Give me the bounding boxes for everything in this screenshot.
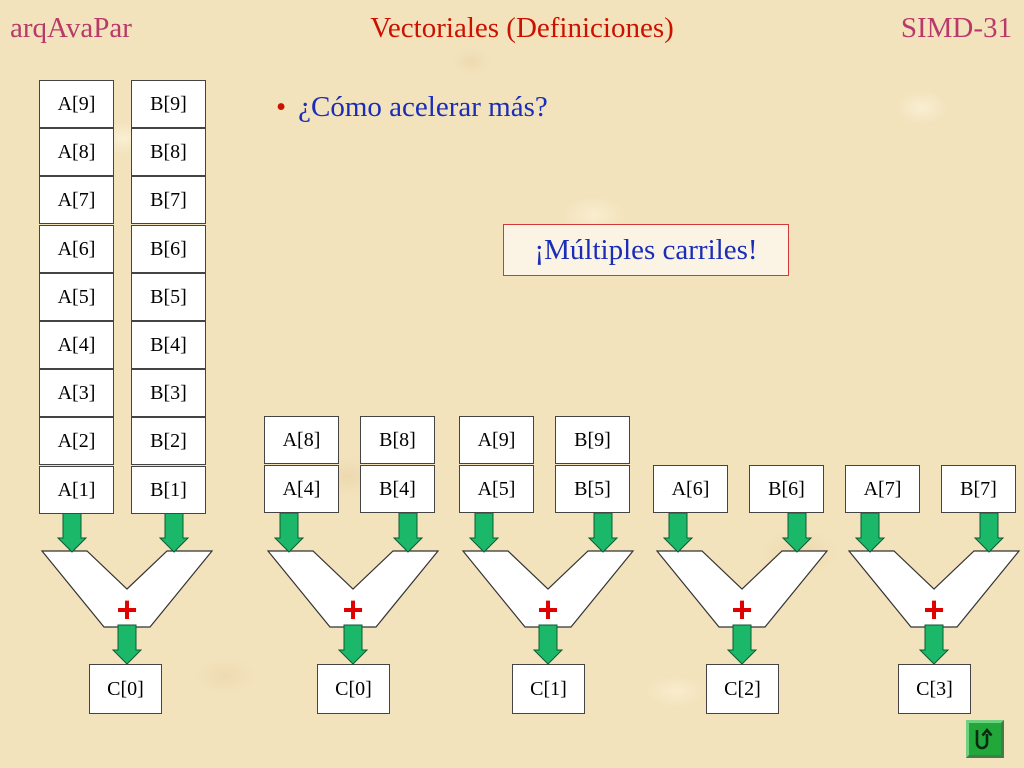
output-arrow	[532, 624, 564, 665]
lane-b-cell: B[9]	[555, 416, 630, 464]
output-cell: C[0]	[317, 664, 390, 714]
a-element-cell: A[4]	[39, 321, 114, 369]
output-cell: C[2]	[706, 664, 779, 714]
b-element-cell: B[2]	[131, 417, 206, 466]
b-element-cell: B[4]	[131, 321, 206, 369]
input-arrow-a	[662, 512, 694, 553]
a-element-cell: A[8]	[39, 128, 114, 177]
adder-unit	[40, 550, 214, 628]
b-element-cell: B[1]	[131, 465, 206, 514]
input-arrow-a	[273, 512, 305, 553]
a-element-cell: A[2]	[39, 417, 114, 466]
lane-a-cell: A[9]	[459, 416, 534, 464]
input-arrow-b	[973, 512, 1005, 553]
output-arrow	[918, 624, 950, 665]
slide-number: SIMD-31	[900, 12, 1012, 44]
plus-sign: +	[923, 589, 944, 630]
bullet-text: ¿Cómo acelerar más?	[298, 91, 548, 123]
lane-a-cell: A[6]	[653, 464, 728, 513]
slide-title: Vectoriales (Definiciones)	[370, 12, 674, 44]
output-arrow	[111, 624, 143, 665]
lane-b-cell: B[7]	[941, 464, 1016, 513]
adder-unit	[847, 550, 1021, 628]
b-element-cell: B[6]	[131, 224, 206, 273]
adder-unit	[655, 550, 829, 628]
input-arrow-a	[854, 512, 886, 553]
lane-b-cell: B[6]	[749, 464, 824, 513]
lane-b-cell: B[8]	[360, 416, 435, 464]
plus-sign: +	[731, 589, 752, 630]
input-arrow-a	[468, 512, 500, 553]
a-element-cell: A[9]	[39, 80, 114, 128]
a-element-cell: A[7]	[39, 176, 114, 225]
output-cell: C[3]	[898, 664, 971, 714]
plus-sign: +	[116, 589, 137, 630]
b-element-cell: B[8]	[131, 128, 206, 177]
plus-sign: +	[342, 589, 363, 630]
operators-layer: + + + + +	[116, 589, 944, 630]
input-arrow-b	[587, 512, 619, 553]
output-arrow	[726, 624, 758, 665]
return-button[interactable]	[966, 720, 1004, 758]
a-element-cell: A[5]	[39, 272, 114, 321]
output-cell: C[0]	[89, 664, 162, 714]
input-arrow-b	[158, 512, 190, 553]
input-arrow-a	[56, 512, 88, 553]
output-cell: C[1]	[512, 664, 585, 714]
lane-a-cell: A[5]	[459, 464, 534, 513]
lane-a-cell: A[4]	[264, 464, 339, 513]
lane-a-cell: A[7]	[845, 464, 920, 513]
lane-a-cell: A[8]	[264, 416, 339, 464]
lane-b-cell: B[4]	[360, 464, 435, 513]
adder-unit	[461, 550, 635, 628]
lane-b-cell: B[5]	[555, 464, 630, 513]
bullet-point: • ¿Cómo acelerar más?	[276, 93, 548, 122]
input-arrow-b	[392, 512, 424, 553]
a-element-cell: A[3]	[39, 369, 114, 418]
plus-sign: +	[537, 589, 558, 630]
arrows-layer	[56, 512, 1005, 665]
adder-unit	[266, 550, 440, 628]
b-element-cell: B[7]	[131, 176, 206, 225]
callout-box: ¡Múltiples carriles!	[503, 224, 789, 276]
adders-layer	[40, 550, 1021, 628]
a-element-cell: A[6]	[39, 224, 114, 273]
return-arrow-icon	[975, 727, 993, 750]
a-element-cell: A[1]	[39, 465, 114, 514]
bullet-dot-icon: •	[276, 91, 287, 123]
b-element-cell: B[9]	[131, 80, 206, 128]
b-element-cell: B[3]	[131, 369, 206, 418]
input-arrow-b	[781, 512, 813, 553]
b-element-cell: B[5]	[131, 272, 206, 321]
output-arrow	[337, 624, 369, 665]
course-label: arqAvaPar	[10, 12, 132, 44]
